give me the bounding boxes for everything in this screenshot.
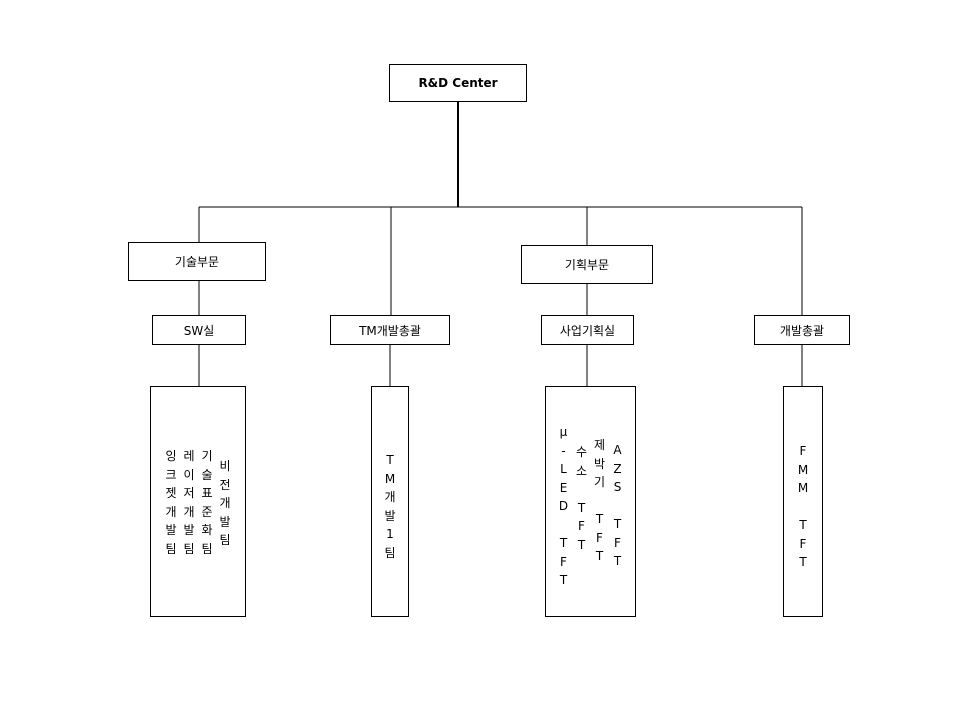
team-label-char: 준 (201, 504, 213, 519)
team-label-char: L (560, 462, 567, 476)
team-label-char: 술 (201, 467, 213, 482)
team-label-char: T (577, 500, 586, 515)
team-label-char: 1 (386, 527, 394, 541)
root-label: R&D Center (418, 76, 498, 90)
team-label-char: 표 (201, 486, 213, 500)
team-label-char: T (799, 555, 807, 569)
team-label-char: μ (559, 425, 568, 439)
team-label-char: 이 (183, 467, 195, 482)
dept-dev-label: 개발총괄 (779, 323, 825, 338)
team-label-char (598, 492, 602, 511)
team-label-char: 발 (384, 508, 396, 523)
team-label-char: T (613, 554, 622, 568)
team-label-char: S (613, 480, 622, 494)
team-label-char: 발 (165, 523, 177, 537)
team-label-char: M (797, 481, 809, 495)
team-label-char: 젯 (165, 486, 177, 500)
team-label-char: T (386, 453, 394, 467)
dept-sw-label: SW실 (183, 323, 215, 338)
team-label-char: 팀 (183, 541, 195, 556)
team-label-char: 개 (384, 490, 396, 504)
team-label-char (616, 497, 620, 516)
team-label-char: F (799, 444, 807, 458)
division-planning: 기획부문 (521, 245, 653, 284)
team-label-char: F (560, 554, 567, 569)
team-label-char: 잉 (165, 449, 177, 463)
team-label-char: 팀 (219, 533, 231, 547)
team-label-char: 개 (165, 504, 177, 519)
team-label-char: A (613, 443, 622, 457)
team-label-char (562, 516, 566, 535)
team-label-char: 소 (575, 463, 588, 478)
team-label-char: T (577, 537, 586, 552)
team-label-char: 기 (593, 475, 606, 489)
team-label-char: 수 (575, 445, 588, 459)
team-label-char: 팀 (384, 545, 396, 560)
team-label-char: 개 (183, 504, 195, 519)
team-label-char: T (613, 517, 622, 531)
team-label-char: 팀 (165, 541, 177, 556)
team-label-char: M (384, 471, 396, 486)
team-label-char (580, 480, 584, 499)
team-label-char (801, 498, 805, 517)
division-planning-label: 기획부문 (564, 258, 610, 272)
team-label-char: T (559, 536, 568, 550)
team-label-char: 레 (183, 449, 195, 463)
root-node: R&D Center (389, 64, 527, 102)
team-label-char: 제 (593, 438, 606, 452)
division-tech: 기술부문 (128, 242, 266, 281)
team-label-char: T (559, 573, 568, 587)
team-label-char: 발 (219, 514, 231, 529)
dept-biz: 사업기획실 (541, 315, 634, 345)
team-label-char: - (561, 443, 566, 458)
dept-biz-label: 사업기획실 (559, 323, 616, 338)
division-tech-label: 기술부문 (174, 255, 220, 269)
team-label-char: 기 (201, 449, 213, 463)
dept-tm: TM개발총괄 (330, 315, 450, 345)
team-label-char: F (614, 535, 621, 550)
team-label-char: E (559, 480, 568, 495)
team-label-char: T (595, 549, 604, 563)
team-label-char: F (578, 519, 585, 533)
team-label-char: D (558, 499, 569, 513)
team-label-char: 팀 (201, 541, 213, 556)
team-label-char: T (595, 512, 604, 526)
team-label-char: T (799, 518, 807, 532)
team-label-char: Z (613, 461, 622, 476)
team-label-char: F (596, 530, 603, 545)
team-label-char: 크 (165, 467, 177, 482)
team-label-char: 저 (183, 486, 195, 500)
team-label-char: 개 (219, 496, 231, 510)
team-label-char: M (797, 462, 809, 477)
team-label-char: 화 (201, 523, 213, 537)
dept-sw: SW실 (152, 315, 246, 345)
team-label-char: 전 (219, 477, 231, 492)
team-label-char: F (799, 536, 807, 551)
team-label-char: 발 (183, 523, 195, 537)
dept-tm-label: TM개발총괄 (359, 323, 421, 338)
team-label-char: 비 (219, 459, 231, 473)
dept-dev: 개발총괄 (754, 315, 850, 345)
team-label-char: 박 (593, 456, 606, 471)
